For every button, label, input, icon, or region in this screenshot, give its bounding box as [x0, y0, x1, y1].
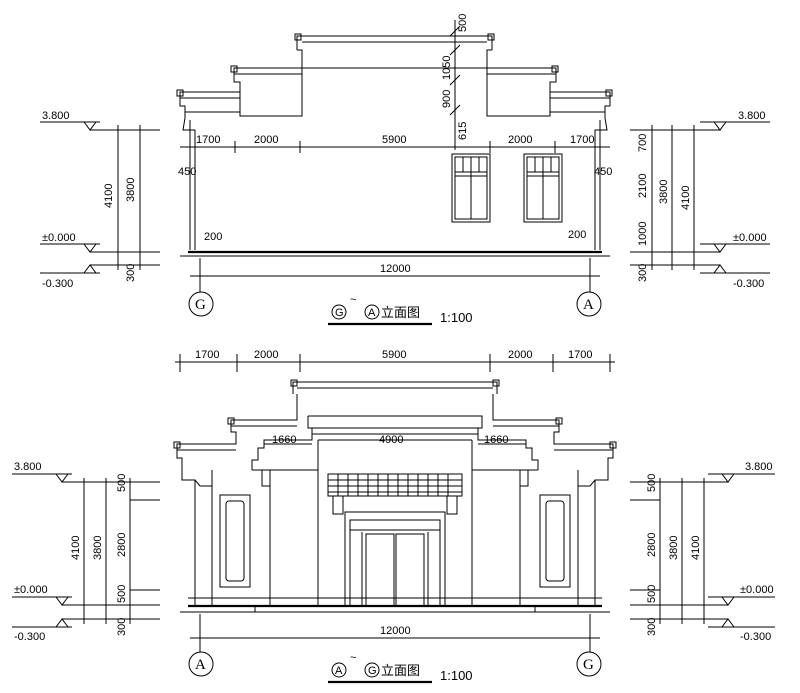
top-title-from: G — [335, 307, 344, 319]
top-vdim-right-1000: 1000 — [637, 222, 649, 246]
bottom-total-dim: 12000 — [190, 614, 600, 652]
bottom-dim-5: 1700 — [568, 349, 592, 361]
top-axis-right-label: A — [583, 297, 594, 313]
bottom-level-left-3800: 3.800 — [14, 461, 42, 473]
bottom-vdim-left-500-bottom: 500 — [116, 585, 128, 603]
top-level-left-neg: -0.300 — [42, 278, 73, 290]
top-title-suffix: 立面图 — [381, 306, 420, 321]
bottom-total-dim-text: 12000 — [380, 625, 411, 637]
top-vdim-right-300: 300 — [637, 264, 649, 282]
top-vdim-right-4100: 4100 — [680, 186, 692, 210]
bottom-level-left-0: ±0.000 — [14, 584, 48, 596]
top-dim-200-right: 200 — [568, 229, 586, 241]
bottom-doorway — [344, 511, 446, 607]
top-building-outline — [176, 33, 613, 257]
bottom-axis-right-label: G — [583, 657, 594, 673]
bottom-vdim-right-3800: 3800 — [668, 536, 680, 560]
bottom-title-suffix: 立面图 — [381, 664, 420, 679]
bottom-inner-dim-left: 1660 — [272, 434, 296, 446]
bottom-wall-panel-right — [539, 494, 571, 588]
bottom-door-canopy — [327, 473, 463, 515]
bottom-level-right-3800: 3.800 — [745, 461, 773, 473]
bottom-vdim-left-300: 300 — [116, 618, 128, 636]
top-horizontal-dims: 1700 2000 5900 2000 1700 — [180, 134, 610, 153]
bottom-dim-3: 5900 — [382, 349, 406, 361]
top-elevation: 1700 2000 5900 2000 1700 500 1050 900 61… — [40, 14, 770, 326]
top-total-dim-text: 12000 — [380, 263, 411, 275]
top-total-dim: 12000 — [190, 258, 600, 292]
top-title-scale: 1:100 — [440, 310, 473, 325]
top-vdim-1050: 1050 — [441, 56, 453, 80]
bottom-title-scale: 1:100 — [440, 668, 473, 683]
top-vdim-right-700: 700 — [637, 134, 649, 152]
top-vdim-615: 615 — [457, 122, 469, 140]
top-dim-450-left: 450 — [178, 166, 196, 178]
top-dim-2: 2000 — [254, 134, 278, 146]
bottom-axis-right: G — [576, 651, 602, 677]
top-dim-3: 5900 — [382, 134, 406, 146]
top-dim-200-left: 200 — [204, 231, 222, 243]
bottom-vdim-left-3800: 3800 — [92, 536, 104, 560]
bottom-vdim-right-2800: 2800 — [646, 533, 658, 557]
top-window-right — [523, 153, 563, 223]
top-axis-left-label: G — [195, 297, 206, 313]
top-axis-right: A — [576, 291, 602, 317]
bottom-title: A ~ G 立面图 1:100 — [328, 652, 473, 684]
bottom-vdim-right-500-bottom: 500 — [646, 585, 658, 603]
top-level-right-0: ±0.000 — [733, 232, 767, 244]
top-dim-5: 1700 — [570, 134, 594, 146]
bottom-title-from: A — [335, 665, 343, 677]
bottom-level-right-0: ±0.000 — [740, 584, 774, 596]
top-vdim-left-300: 300 — [125, 264, 137, 282]
top-title-sep: ~ — [350, 294, 356, 306]
bottom-axis-left-label: A — [195, 657, 206, 673]
bottom-vdim-right-500-top: 500 — [646, 474, 658, 492]
top-center-vdims: 500 1050 900 615 — [441, 14, 469, 150]
bottom-inner-dim-center: 4900 — [379, 434, 403, 446]
top-vdim-right-3800: 3800 — [658, 180, 670, 204]
top-level-left-0: ±0.000 — [42, 232, 76, 244]
bottom-dim-1: 1700 — [195, 349, 219, 361]
bottom-dim-4: 2000 — [508, 349, 532, 361]
top-dim-450-right: 450 — [594, 166, 612, 178]
top-level-right-3800: 3.800 — [738, 110, 766, 122]
bottom-level-right-neg: -0.300 — [740, 631, 771, 643]
bottom-axis-left: A — [188, 651, 214, 677]
top-vdim-left-4100: 4100 — [103, 184, 115, 208]
bottom-vdim-left-4100: 4100 — [70, 536, 82, 560]
bottom-left-levels: 3.800 ±0.000 -0.300 4100 3800 2800 500 5… — [12, 461, 160, 643]
bottom-title-to: G — [368, 665, 377, 677]
bottom-vdim-left-500-top: 500 — [116, 474, 128, 492]
top-right-levels: 3.800 ±0.000 -0.300 700 2100 1000 3800 4… — [630, 110, 770, 290]
bottom-vdim-right-300: 300 — [646, 618, 658, 636]
bottom-level-left-neg: -0.300 — [14, 631, 45, 643]
top-dim-4: 2000 — [508, 134, 532, 146]
top-level-left-3800: 3.800 — [42, 110, 70, 122]
top-left-levels: 3.800 ±0.000 -0.300 4100 3800 300 — [40, 110, 160, 290]
bottom-vdim-left-2800: 2800 — [116, 533, 128, 557]
top-vdim-900: 900 — [441, 90, 453, 108]
top-vdim-500: 500 — [457, 14, 469, 32]
top-dim-1: 1700 — [196, 134, 220, 146]
top-level-right-neg: -0.300 — [733, 278, 764, 290]
bottom-title-sep: ~ — [350, 652, 356, 664]
top-vdim-left-3800: 3800 — [125, 178, 137, 202]
top-vdim-right-2100: 2100 — [637, 174, 649, 198]
bottom-dim-2: 2000 — [254, 349, 278, 361]
top-title-to: A — [368, 307, 376, 319]
bottom-elevation: 1700 2000 5900 2000 1700 — [12, 349, 775, 684]
bottom-vdim-right-4100: 4100 — [690, 536, 702, 560]
bottom-wall-panel-left — [219, 494, 251, 588]
top-axis-left: G — [188, 291, 214, 317]
bottom-right-levels: 3.800 ±0.000 -0.300 2800 3800 4100 500 5… — [630, 461, 775, 643]
bottom-inner-dim-right: 1660 — [484, 434, 508, 446]
bottom-horizontal-dims: 1700 2000 5900 2000 1700 — [175, 349, 615, 372]
top-title: G ~ A 立面图 1:100 — [328, 294, 473, 326]
top-window-left — [451, 153, 491, 223]
